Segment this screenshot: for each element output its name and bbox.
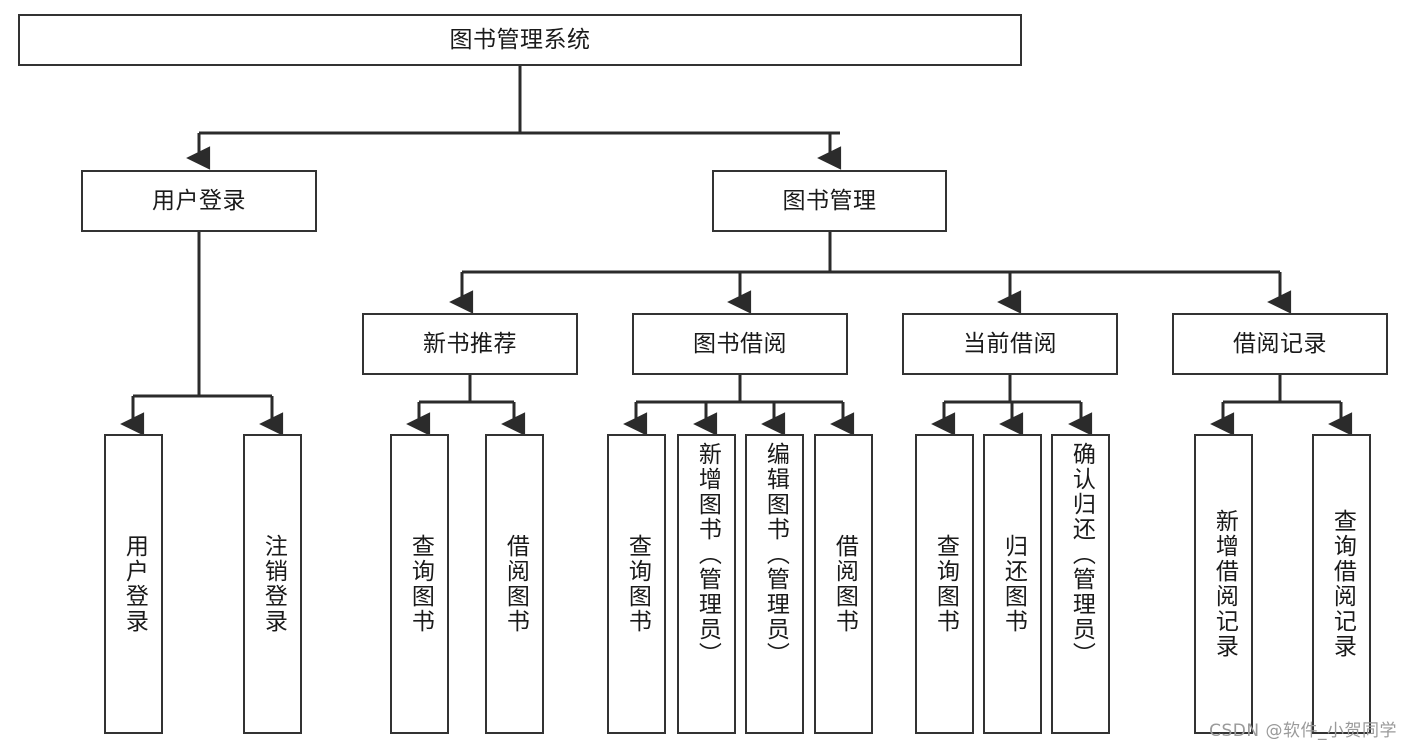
- node-label: 用户登录: [121, 534, 148, 634]
- leaf-current-borrow-query-book[interactable]: 查询图书: [915, 434, 974, 734]
- leaf-borrow-record-query-record[interactable]: 查询借阅记录: [1312, 434, 1371, 734]
- node-root-book-management-system[interactable]: 图书管理系统: [18, 14, 1022, 66]
- node-book-borrow[interactable]: 图书借阅: [632, 313, 848, 375]
- leaf-current-borrow-return-book[interactable]: 归还图书: [983, 434, 1042, 734]
- node-label: 查询图书: [407, 534, 434, 634]
- node-book-management[interactable]: 图书管理: [712, 170, 947, 232]
- node-label: 新书推荐: [423, 330, 517, 357]
- node-label: 查询借阅记录: [1329, 509, 1356, 659]
- node-label: 用户登录: [152, 187, 246, 214]
- leaf-book-borrow-edit-book-admin[interactable]: 编辑图书（管理员）: [745, 434, 804, 734]
- node-label: 借阅图书: [502, 534, 529, 634]
- leaf-book-borrow-borrow-book[interactable]: 借阅图书: [814, 434, 873, 734]
- node-user-login[interactable]: 用户登录: [81, 170, 317, 232]
- node-label: 查询图书: [932, 534, 959, 634]
- leaf-new-book-borrow-book[interactable]: 借阅图书: [485, 434, 544, 734]
- leaf-user-login-login[interactable]: 用户登录: [104, 434, 163, 734]
- leaf-book-borrow-add-book-admin[interactable]: 新增图书（管理员）: [677, 434, 736, 734]
- node-label: 图书管理: [782, 187, 877, 214]
- csdn-watermark: CSDN @软件_小贺同学: [1209, 721, 1397, 741]
- leaf-new-book-query-book[interactable]: 查询图书: [390, 434, 449, 734]
- node-label: 编辑图书（管理员）: [762, 442, 789, 667]
- node-label: 当前借阅: [963, 330, 1057, 357]
- node-label: 归还图书: [1000, 534, 1027, 634]
- node-label: 注销登录: [260, 534, 287, 634]
- node-borrow-record[interactable]: 借阅记录: [1172, 313, 1388, 375]
- leaf-borrow-record-add-record[interactable]: 新增借阅记录: [1194, 434, 1253, 734]
- leaf-current-borrow-confirm-return-admin[interactable]: 确认归还（管理员）: [1051, 434, 1110, 734]
- node-label: 图书借阅: [693, 330, 787, 357]
- node-label: 借阅记录: [1233, 330, 1327, 357]
- node-label: 确认归还（管理员）: [1068, 442, 1095, 667]
- node-label: 借阅图书: [831, 534, 858, 634]
- leaf-book-borrow-query-book[interactable]: 查询图书: [607, 434, 666, 734]
- node-label: 查询图书: [624, 534, 651, 634]
- node-label: 图书管理系统: [449, 26, 591, 53]
- node-current-borrow[interactable]: 当前借阅: [902, 313, 1118, 375]
- node-new-book-recommend[interactable]: 新书推荐: [362, 313, 578, 375]
- node-label: 新增借阅记录: [1211, 509, 1238, 659]
- node-label: 新增图书（管理员）: [694, 442, 721, 667]
- leaf-user-login-logout[interactable]: 注销登录: [243, 434, 302, 734]
